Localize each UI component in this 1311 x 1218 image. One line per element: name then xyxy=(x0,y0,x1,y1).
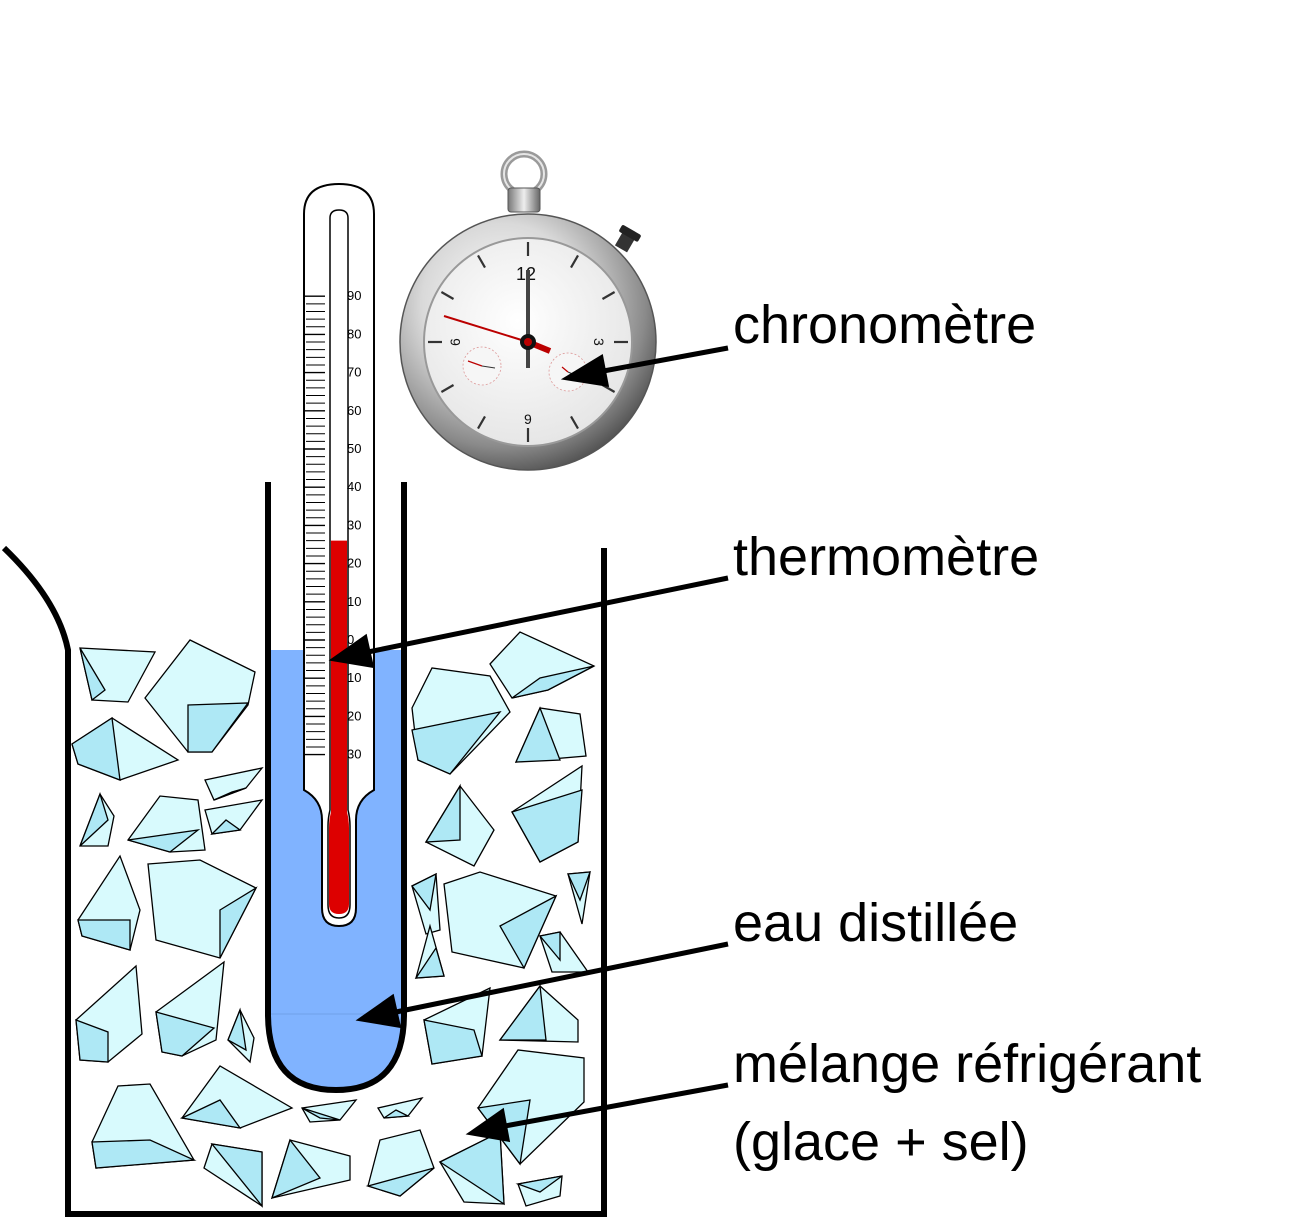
ice-crystal-facet xyxy=(423,1019,483,1065)
label-eau-distillee: eau distillée xyxy=(733,893,1019,953)
ice-crystal-facet xyxy=(424,783,461,843)
ice-crystal-facet xyxy=(567,871,591,902)
ice-crystal-facet xyxy=(511,665,595,699)
ice-crystal-facet xyxy=(79,792,109,847)
ice-crystal-facet xyxy=(301,1107,341,1121)
test-tube xyxy=(265,482,407,1094)
label-thermometre: thermomètre xyxy=(733,527,1040,587)
ice-crystal xyxy=(204,766,264,801)
stopwatch: 12 3 6 9 xyxy=(399,150,657,471)
dial-number-3: 3 xyxy=(591,338,607,346)
ice-crystal-facet xyxy=(365,1167,435,1197)
ice-crystal-facet xyxy=(514,706,561,763)
thermometer-tick-label: 70 xyxy=(347,365,361,380)
stopwatch-button xyxy=(614,225,641,253)
ice-crystal-facet xyxy=(498,984,547,1041)
thermometer-tick-label: 80 xyxy=(347,326,361,341)
arrow-melange xyxy=(504,1082,729,1129)
dial-number-9: 9 xyxy=(524,411,532,427)
thermometer-tick-label: 10 xyxy=(347,670,361,685)
thermometer-tick-label: 60 xyxy=(347,403,361,418)
ice-crystal-facet xyxy=(270,1138,322,1200)
thermometer: 90 80 70 60 50 40 30 20 10 0 10 20 30 xyxy=(303,182,375,928)
thermometer-tick-label: 10 xyxy=(347,594,361,609)
ice-crystal-facet xyxy=(414,946,445,979)
ice-crystal-facet xyxy=(79,647,106,702)
thermometer-liquid xyxy=(329,540,349,914)
ice-crystal-facet xyxy=(187,702,250,753)
ice-crystal-facet xyxy=(227,1007,247,1052)
stopwatch-crown xyxy=(507,187,541,213)
ice-crystal-facet xyxy=(71,716,121,781)
arrow-eau xyxy=(395,941,729,1015)
ice-crystal-facet xyxy=(179,1099,242,1129)
ice-crystal-facet xyxy=(411,872,437,912)
thermometer-tick-label: 20 xyxy=(347,708,361,723)
ice-crystal-facet xyxy=(210,1143,263,1208)
ice-crystal-facet xyxy=(499,894,558,970)
stopwatch-seconds-hand xyxy=(443,315,529,343)
label-glace-sel: (glace + sel) xyxy=(733,1112,1029,1172)
thermometer-tick-label: 50 xyxy=(347,441,361,456)
ice-crystal-facet xyxy=(210,819,242,835)
label-chronometre: chronomètre xyxy=(733,295,1037,355)
ice-crystal-facet xyxy=(383,1109,411,1119)
arrow-chronometre xyxy=(597,345,729,375)
pointer-arrows xyxy=(328,345,729,1143)
thermometer-tick-label: 90 xyxy=(347,288,361,303)
ice-crystal-facet xyxy=(515,1175,563,1193)
thermometer-tick-label: 30 xyxy=(347,517,361,532)
dial-number-6: 6 xyxy=(447,338,463,346)
ice-crystal-facet xyxy=(411,711,502,775)
thermometer-tick-label: 20 xyxy=(347,556,361,571)
ice-crystal-facet xyxy=(91,1139,197,1169)
arrow-thermometre xyxy=(367,575,729,655)
ice-crystal-facet xyxy=(77,919,131,951)
ice-crystal-facet xyxy=(219,886,258,959)
ice-crystal-facet xyxy=(538,931,561,962)
stopwatch-hour-ticks xyxy=(428,242,628,442)
thermometer-tick-label: 30 xyxy=(347,747,361,762)
label-melange-refrigerant: mélange réfrigérant xyxy=(733,1034,1202,1094)
ice-crystal-facet xyxy=(213,787,247,801)
ice-mixture xyxy=(71,631,596,1208)
ice-crystal-facet xyxy=(155,1011,216,1057)
ice-crystal-facet xyxy=(438,1130,505,1206)
thermometer-scale: 90 80 70 60 50 40 30 20 10 0 10 20 30 xyxy=(304,288,361,762)
ice-crystal-facet xyxy=(127,829,201,853)
thermometer-tick-label: 40 xyxy=(347,479,361,494)
thermometer-tick-label: 0 xyxy=(347,632,354,647)
ice-crystal-facet xyxy=(511,789,583,863)
beaker xyxy=(1,545,607,1217)
ice-crystal-facet xyxy=(75,1019,109,1063)
